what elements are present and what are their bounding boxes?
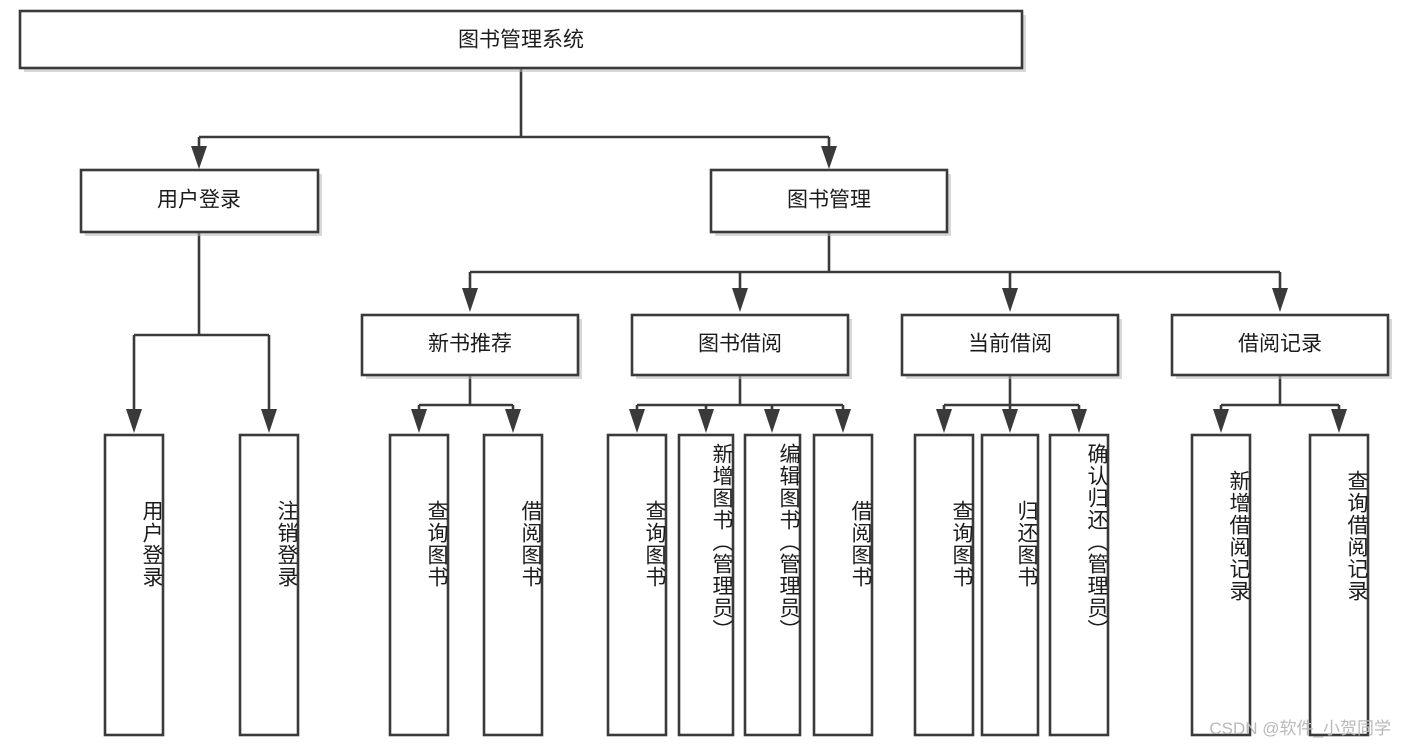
arrowhead-nbr-leaf1 [411, 409, 427, 433]
leaf-box-logout[interactable] [238, 433, 300, 737]
arrowhead-nbr-leaf2 [505, 409, 521, 433]
arrowhead-bb-leaf2 [698, 409, 714, 433]
borrow-record-label: 借阅记录 [1238, 333, 1322, 356]
leaf-box-return-book[interactable] [980, 433, 1040, 737]
arrowhead-cb-leaf3 [1071, 409, 1087, 433]
arrowhead-bb-leaf1 [629, 409, 645, 433]
arrowhead-bb-leaf3 [764, 409, 780, 433]
arrowhead-current-borrow [1002, 288, 1018, 312]
arrowhead-book-borrow [732, 288, 748, 312]
arrowhead-br-leaf1 [1213, 409, 1229, 433]
node-borrow-record[interactable]: 借阅记录 [1170, 313, 1392, 379]
node-book-management[interactable]: 图书管理 [709, 168, 951, 236]
node-new-book-recommend[interactable]: 新书推荐 [360, 313, 582, 379]
node-current-borrow[interactable]: 当前借阅 [900, 313, 1122, 379]
leaf-box-borrow-book-1[interactable] [482, 433, 544, 737]
book-management-box [709, 168, 949, 234]
leaf-box-edit-book-admin[interactable] [743, 433, 802, 737]
leaf-box-query-book-1[interactable] [388, 433, 450, 737]
arrowhead-leaf-user-login [126, 409, 142, 433]
arrowhead-leaf-logout [261, 409, 277, 433]
book-borrow-label: 图书借阅 [698, 333, 782, 356]
leaf-box-add-borrow-record[interactable] [1190, 433, 1252, 737]
arrowhead-user-login [191, 146, 207, 169]
leaf-box-query-book-3[interactable] [913, 433, 975, 737]
new-book-recommend-label: 新书推荐 [428, 333, 512, 356]
current-borrow-box [900, 313, 1120, 377]
book-borrow-box [630, 313, 850, 377]
leaf-box-query-borrow-record[interactable] [1308, 433, 1370, 737]
node-book-borrow[interactable]: 图书借阅 [630, 313, 852, 379]
arrowhead-br-leaf2 [1331, 409, 1347, 433]
node-user-login[interactable]: 用户登录 [79, 168, 322, 236]
user-login-label: 用户登录 [157, 189, 241, 212]
leaf-box-query-book-2[interactable] [606, 433, 668, 737]
leaf-box-user-login[interactable] [103, 433, 165, 737]
arrowhead-bb-leaf4 [835, 409, 851, 433]
leaf-box-confirm-return[interactable] [1048, 433, 1110, 737]
arrowhead-book-mgmt [821, 146, 837, 169]
current-borrow-label: 当前借阅 [968, 333, 1052, 356]
arrowhead-borrow-record [1272, 288, 1288, 312]
connectors [126, 68, 1347, 433]
new-book-recommend-box [360, 313, 580, 377]
leaf-box-add-book-admin[interactable] [677, 433, 735, 737]
arrowhead-cb-leaf2 [1002, 409, 1018, 433]
csdn-watermark: CSDN @软件_小贺同学 [1209, 719, 1391, 738]
arrowhead-new-book-rec [462, 288, 478, 312]
leaf-nodes [103, 433, 1370, 737]
root-label: 图书管理系统 [458, 29, 584, 52]
user-login-box [79, 168, 320, 234]
arrowhead-cb-leaf1 [936, 409, 952, 433]
book-management-label: 图书管理 [787, 189, 871, 212]
root-box [18, 9, 1024, 70]
leaf-box-borrow-book-2[interactable] [812, 433, 874, 737]
borrow-record-box [1170, 313, 1390, 377]
node-root[interactable]: 图书管理系统 [18, 9, 1026, 72]
